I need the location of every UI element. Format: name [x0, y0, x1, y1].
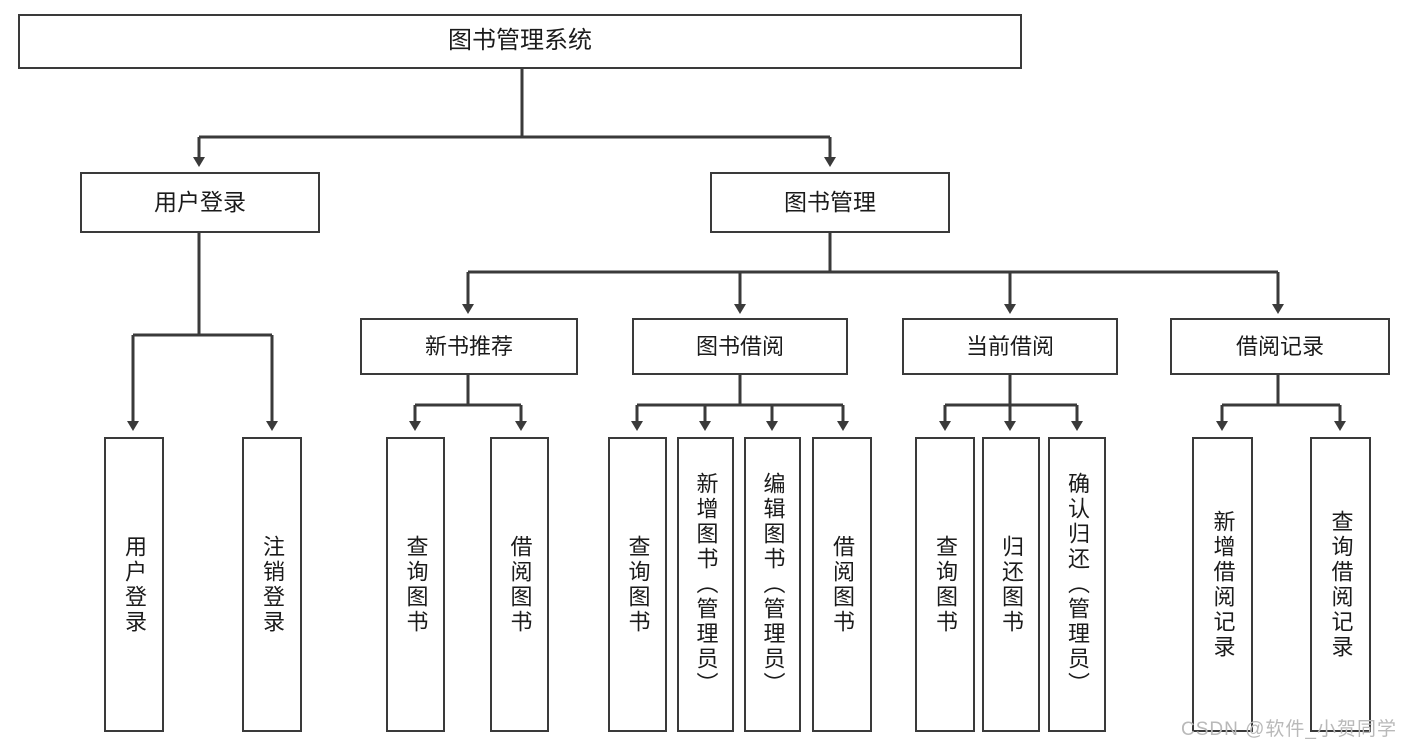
node-label: 图书管理系统 [448, 27, 592, 55]
node-label: 新增借阅记录 [1210, 509, 1236, 660]
watermark: CSDN @软件_小贺同学 [1181, 719, 1397, 740]
leaf-user-login[interactable]: 用户登录 [104, 437, 164, 732]
node-label: 新书推荐 [424, 333, 513, 359]
node-label: 归还图书 [998, 534, 1024, 635]
node-user-login[interactable]: 用户登录 [80, 172, 320, 233]
node-label: 查询图书 [403, 534, 429, 635]
node-label: 图书借阅 [695, 333, 784, 359]
node-new-book-recommend[interactable]: 新书推荐 [360, 318, 578, 375]
node-root-system[interactable]: 图书管理系统 [18, 14, 1022, 69]
leaf-query-borrow-record[interactable]: 查询借阅记录 [1310, 437, 1371, 732]
leaf-confirm-return-admin[interactable]: 确认归还（管理员） [1048, 437, 1106, 732]
node-borrow-record[interactable]: 借阅记录 [1170, 318, 1390, 375]
node-label: 图书管理 [784, 188, 876, 215]
node-current-borrow[interactable]: 当前借阅 [902, 318, 1118, 375]
node-label: 借阅图书 [507, 534, 533, 635]
node-label: 注销登录 [259, 534, 285, 635]
node-label: 查询图书 [932, 534, 958, 635]
node-book-borrow[interactable]: 图书借阅 [632, 318, 848, 375]
node-label: 借阅记录 [1235, 333, 1324, 359]
node-label: 用户登录 [154, 188, 246, 215]
leaf-query-book-borrow[interactable]: 查询图书 [608, 437, 667, 732]
leaf-return-book[interactable]: 归还图书 [982, 437, 1040, 732]
node-label: 确认归还（管理员） [1064, 472, 1090, 697]
leaf-logout[interactable]: 注销登录 [242, 437, 302, 732]
leaf-borrow-book[interactable]: 借阅图书 [812, 437, 872, 732]
node-label: 当前借阅 [965, 333, 1054, 359]
leaf-add-borrow-record[interactable]: 新增借阅记录 [1192, 437, 1253, 732]
leaf-edit-book-admin[interactable]: 编辑图书（管理员） [744, 437, 801, 732]
node-label: 借阅图书 [829, 534, 855, 635]
node-label: 查询图书 [625, 534, 651, 635]
node-label: 用户登录 [121, 534, 147, 635]
leaf-borrow-book-recommend[interactable]: 借阅图书 [490, 437, 549, 732]
node-book-management[interactable]: 图书管理 [710, 172, 950, 233]
leaf-add-book-admin[interactable]: 新增图书（管理员） [677, 437, 734, 732]
leaf-query-book-current[interactable]: 查询图书 [915, 437, 975, 732]
leaf-query-book-recommend[interactable]: 查询图书 [386, 437, 445, 732]
node-label: 编辑图书（管理员） [760, 472, 786, 697]
node-label: 查询借阅记录 [1328, 509, 1354, 660]
node-label: 新增图书（管理员） [693, 472, 719, 697]
